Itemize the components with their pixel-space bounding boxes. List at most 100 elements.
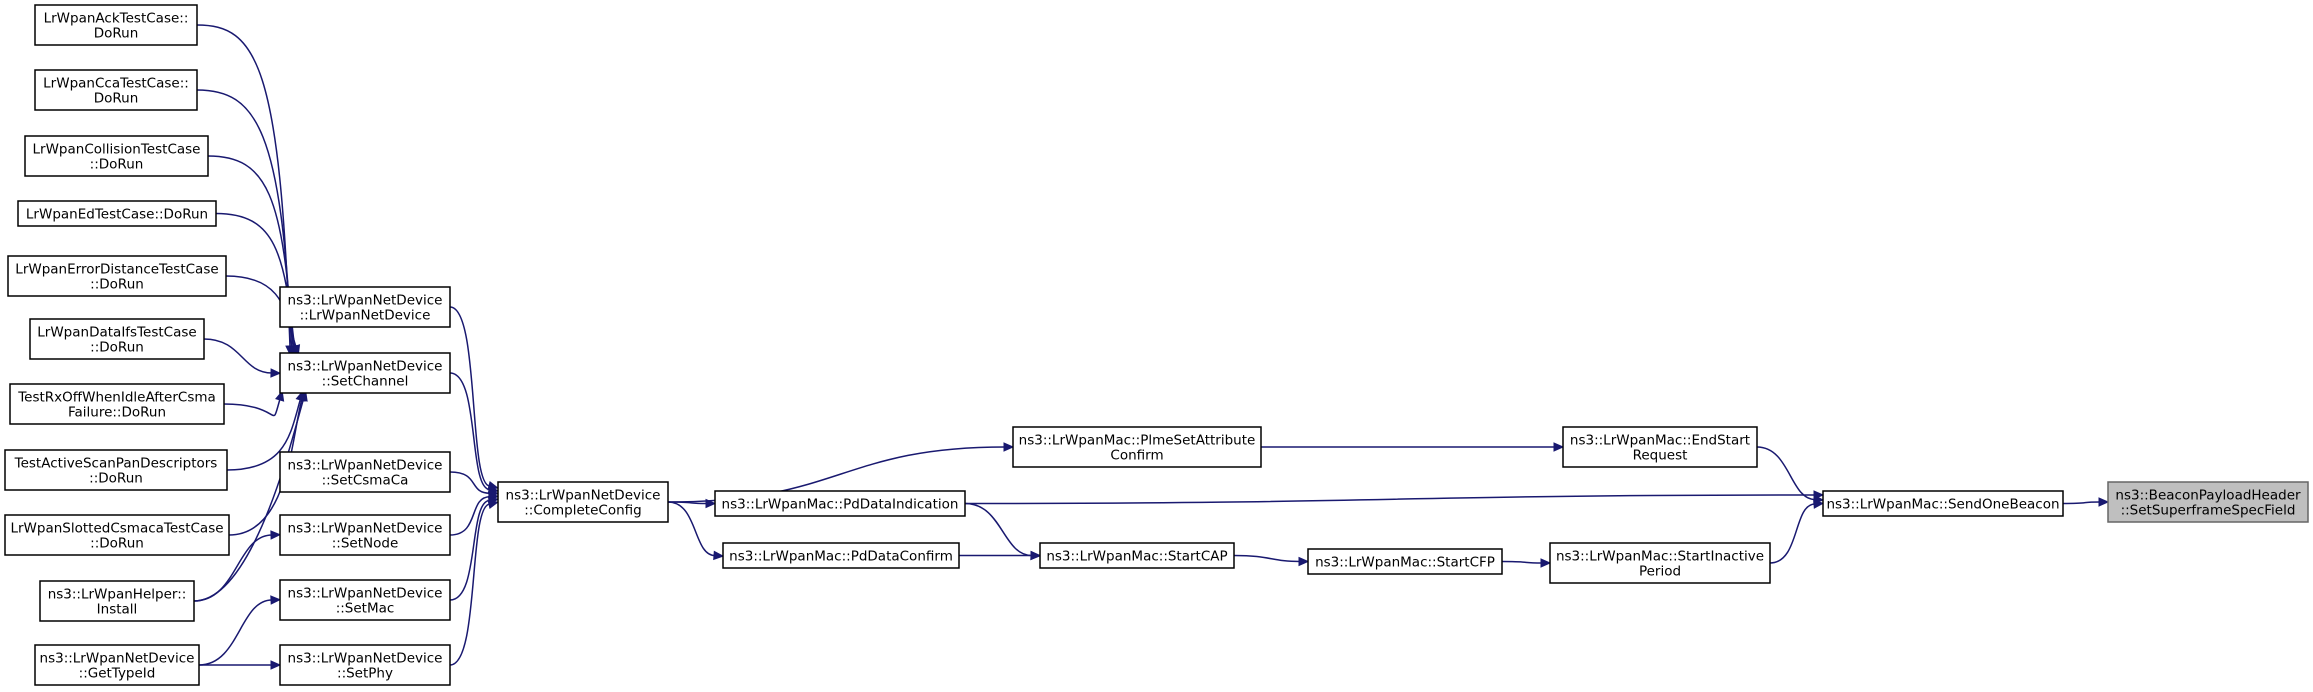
node-netdevice-gettypeid[interactable]: ns3::LrWpanNetDevice::GetTypeId xyxy=(34,644,200,686)
edge-dataifs-to-setchannel xyxy=(203,338,282,378)
edge-arrowhead-startcap-to-startcfp xyxy=(1298,556,1310,567)
node-lrwpan-ed-testcase-dorun[interactable]: LrWpanEdTestCase::DoRun xyxy=(17,200,217,227)
edge-complete-to-pdind xyxy=(667,498,717,509)
edge-line-sendbeacon-to-target xyxy=(2062,501,2101,505)
node-lrwpan-helper-install-label-line-2: Install xyxy=(97,602,138,618)
node-lrwpan-cca-testcase-dorun-box xyxy=(34,69,198,111)
edge-inactive-to-sendbeacon xyxy=(1769,499,1825,564)
node-netdevice-setchannel-box xyxy=(279,352,451,394)
node-mac-endstartrequest-label-line-1: ns3::LrWpanMac::EndStart xyxy=(1570,433,1750,449)
node-lrwpan-ed-testcase-dorun-label-line-1: LrWpanEdTestCase::DoRun xyxy=(26,207,208,223)
node-netdevice-constructor-box xyxy=(279,286,451,328)
node-lrwpan-slotted-csmaca-dorun[interactable]: LrWpanSlottedCsmacaTestCase::DoRun xyxy=(4,514,230,556)
edge-arrowhead-helper-to-setnode xyxy=(270,530,282,540)
node-netdevice-setcsmaca-label-line-1: ns3::LrWpanNetDevice xyxy=(288,458,443,474)
node-netdevice-gettypeid-label-line-2: ::GetTypeId xyxy=(79,666,156,682)
node-lrwpan-cca-testcase-dorun-label-line-2: DoRun xyxy=(94,91,139,107)
edge-line-ctor-to-complete xyxy=(449,306,491,487)
node-netdevice-setcsmaca-box xyxy=(279,451,451,493)
node-mac-startcfp-box xyxy=(1307,548,1503,575)
edge-line-setphy-to-complete xyxy=(449,503,491,666)
node-lrwpan-collision-testcase-dorun[interactable]: LrWpanCollisionTestCase::DoRun xyxy=(24,135,209,177)
edge-line-setnode-to-complete xyxy=(449,496,491,536)
node-mac-startcap-box xyxy=(1039,542,1235,569)
node-test-active-scan-dorun-label-line-1: TestActiveScanPanDescriptors xyxy=(14,456,218,472)
edge-rxoff-to-setchannel xyxy=(223,390,285,417)
node-netdevice-setnode-label-line-2: ::SetNode xyxy=(332,536,399,552)
node-mac-sendonebeacon[interactable]: ns3::LrWpanMac::SendOneBeacon xyxy=(1822,490,2064,517)
edge-arrowhead-complete-to-plme xyxy=(1003,442,1015,452)
node-lrwpan-cca-testcase-dorun[interactable]: LrWpanCcaTestCase::DoRun xyxy=(34,69,198,111)
node-netdevice-setphy-box xyxy=(279,644,451,686)
node-mac-startinactiveperiod-label-line-2: Period xyxy=(1639,564,1681,580)
node-mac-pddataconfirm-box xyxy=(722,542,960,569)
node-netdevice-setphy-label-line-2: ::SetPhy xyxy=(337,666,393,682)
node-lrwpan-collision-testcase-dorun-label-line-2: ::DoRun xyxy=(90,157,144,173)
edge-line-gettypeid-to-setmac xyxy=(198,599,273,666)
edge-arrowhead-complete-to-pdconf xyxy=(713,550,725,561)
node-netdevice-gettypeid-box xyxy=(34,644,200,686)
node-netdevice-completeconfig-label-line-2: ::CompleteConfig xyxy=(524,503,641,519)
node-netdevice-completeconfig-box xyxy=(497,481,669,523)
edge-setchannel-to-complete xyxy=(449,372,500,495)
node-netdevice-constructor-label-line-2: ::LrWpanNetDevice xyxy=(300,308,431,324)
node-test-active-scan-dorun[interactable]: TestActiveScanPanDescriptors::DoRun xyxy=(4,449,228,491)
node-beacon-setsuperframespecfield[interactable]: ns3::BeaconPayloadHeader::SetSuperframeS… xyxy=(2107,481,2309,523)
node-netdevice-setchannel-label-line-2: ::SetChannel xyxy=(322,374,409,390)
node-netdevice-setcsmaca[interactable]: ns3::LrWpanNetDevice::SetCsmaCa xyxy=(279,451,451,493)
node-lrwpan-error-distance-testcase-dorun-box xyxy=(7,255,227,297)
node-netdevice-constructor-label-line-1: ns3::LrWpanNetDevice xyxy=(288,293,443,309)
edge-line-endstart-to-sendbeacon xyxy=(1756,446,1816,501)
node-lrwpan-ack-testcase-dorun-label-line-2: DoRun xyxy=(94,26,139,42)
edge-line-complete-to-pdind xyxy=(667,501,708,505)
node-mac-endstartrequest-box xyxy=(1562,426,1758,468)
node-mac-pddataconfirm-label-line-1: ns3::LrWpanMac::PdDataConfirm xyxy=(729,549,953,565)
node-mac-startcfp[interactable]: ns3::LrWpanMac::StartCFP xyxy=(1307,548,1503,575)
node-lrwpan-collision-testcase-dorun-label-line-1: LrWpanCollisionTestCase xyxy=(33,142,201,158)
edge-line-rxoff-to-setchannel xyxy=(223,398,281,417)
edge-line-setchannel-to-complete xyxy=(449,372,491,491)
node-netdevice-setnode[interactable]: ns3::LrWpanNetDevice::SetNode xyxy=(279,514,451,556)
node-netdevice-setchannel[interactable]: ns3::LrWpanNetDevice::SetChannel xyxy=(279,352,451,394)
node-mac-pddataindication-box xyxy=(714,490,966,517)
node-mac-plmesetattributeconfirm-label-line-2: Confirm xyxy=(1110,448,1163,464)
node-lrwpan-ack-testcase-dorun[interactable]: LrWpanAckTestCase::DoRun xyxy=(34,4,198,46)
edge-line-pdind-to-startcap xyxy=(964,502,1033,557)
node-lrwpan-helper-install[interactable]: ns3::LrWpanHelper::Install xyxy=(39,580,195,622)
node-netdevice-setphy[interactable]: ns3::LrWpanNetDevice::SetPhy xyxy=(279,644,451,686)
edge-ed-to-setchannel xyxy=(215,212,300,357)
edge-complete-to-pdconf xyxy=(667,501,725,561)
edge-plme-to-endstart xyxy=(1261,442,1565,452)
edge-arrowhead-errdist-to-setchannel xyxy=(291,344,301,356)
node-netdevice-constructor[interactable]: ns3::LrWpanNetDevice::LrWpanNetDevice xyxy=(279,286,451,328)
edge-startcap-to-startcfp xyxy=(1233,554,1310,567)
node-lrwpan-dataifs-testcase-dorun[interactable]: LrWpanDataIfsTestCase::DoRun xyxy=(29,318,205,360)
node-lrwpan-ed-testcase-dorun-box xyxy=(17,200,217,227)
edge-arrowhead-plme-to-endstart xyxy=(1553,442,1565,452)
node-test-active-scan-dorun-label-line-2: ::DoRun xyxy=(89,471,143,487)
node-netdevice-setmac-label-line-1: ns3::LrWpanNetDevice xyxy=(288,586,443,602)
node-mac-startcap[interactable]: ns3::LrWpanMac::StartCAP xyxy=(1039,542,1235,569)
edge-helper-to-setnode xyxy=(193,530,282,602)
node-mac-pddataconfirm[interactable]: ns3::LrWpanMac::PdDataConfirm xyxy=(722,542,960,569)
node-lrwpan-collision-testcase-dorun-box xyxy=(24,135,209,177)
node-mac-pddataindication[interactable]: ns3::LrWpanMac::PdDataIndication xyxy=(714,490,966,517)
node-test-rxoff-when-idle-dorun-label-line-1: TestRxOffWhenIdleAfterCsma xyxy=(17,390,216,406)
edge-arrowhead-pdconf-to-startcap xyxy=(1030,550,1042,561)
edge-line-dataifs-to-setchannel xyxy=(203,338,273,374)
node-lrwpan-helper-install-label-line-1: ns3::LrWpanHelper:: xyxy=(48,587,187,603)
edge-gettypeid-to-setphy xyxy=(199,660,282,670)
edge-arrowhead-gettypeid-to-setmac xyxy=(270,595,282,605)
node-lrwpan-error-distance-testcase-dorun[interactable]: LrWpanErrorDistanceTestCase::DoRun xyxy=(7,255,227,297)
edge-arrowhead-sendbeacon-to-target xyxy=(2098,497,2110,507)
edge-ctor-to-complete xyxy=(449,306,500,491)
node-netdevice-completeconfig[interactable]: ns3::LrWpanNetDevice::CompleteConfig xyxy=(497,481,669,523)
node-layer: LrWpanAckTestCase::DoRunLrWpanCcaTestCas… xyxy=(4,4,2309,686)
node-netdevice-setmac[interactable]: ns3::LrWpanNetDevice::SetMac xyxy=(279,579,451,621)
edge-line-startcap-to-startcfp xyxy=(1233,554,1301,563)
